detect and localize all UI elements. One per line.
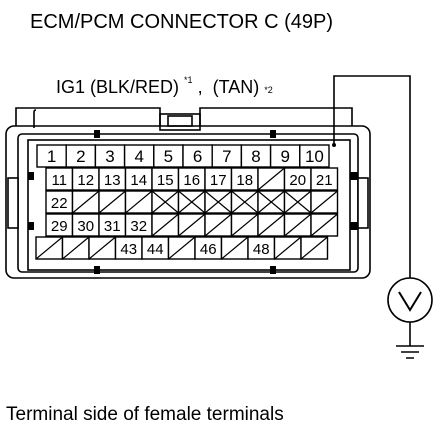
pin-number: 2 (76, 147, 85, 166)
pin-number: 16 (183, 172, 200, 189)
signal-label: IG1 (BLK/RED) *1 , (TAN) *2 (56, 67, 273, 97)
pin-number: 5 (164, 147, 173, 166)
pin-number: 7 (222, 147, 231, 166)
signal-name-2: (TAN) (213, 77, 260, 97)
housing-tabs (28, 130, 358, 274)
connector-housing (5, 107, 371, 279)
unused-terminal-mark (310, 190, 338, 214)
unused-terminal-mark (257, 213, 285, 237)
signal-name: IG1 (BLK/RED) (56, 77, 179, 97)
pin-number: 30 (77, 218, 94, 235)
unused-terminal-mark (151, 190, 179, 214)
probe-tip (332, 143, 336, 147)
pin-number: 9 (280, 147, 289, 166)
unused-terminal-mark (35, 236, 63, 260)
unused-terminal-mark (72, 190, 100, 214)
pin-number: 29 (51, 218, 68, 235)
pin-number: 12 (77, 172, 94, 189)
unused-terminal-mark (310, 213, 338, 237)
pin-number: 31 (104, 218, 121, 235)
pin-number: 4 (134, 147, 143, 166)
ground-symbol (396, 345, 424, 359)
unused-terminal-mark (257, 167, 285, 191)
unused-terminal-mark (231, 213, 259, 237)
pin-21 (310, 167, 339, 191)
unused-terminal-mark (151, 213, 179, 237)
voltmeter-symbol (398, 291, 422, 312)
pin-number: 8 (251, 147, 260, 166)
pin-number: 20 (289, 172, 306, 189)
pin-number: 13 (104, 172, 121, 189)
probe-wire (333, 75, 411, 278)
voltmeter-body (387, 277, 433, 323)
unused-terminal-mark (178, 213, 206, 237)
voltmeter-circuit (333, 75, 433, 359)
pin-number: 1 (47, 147, 56, 166)
pin-number: 14 (130, 172, 147, 189)
pin-number: 11 (51, 172, 67, 189)
pin-number: 22 (51, 195, 68, 212)
unused-terminal-mark (88, 236, 116, 260)
pin-number: 44 (147, 241, 164, 258)
terminal-side-caption: Terminal side of female terminals (6, 404, 284, 425)
signal-note-2: *2 (264, 85, 273, 95)
connector-title: ECM/PCM CONNECTOR C (49P) (30, 11, 333, 33)
pin-number: 32 (130, 218, 147, 235)
pin-number: 3 (105, 147, 114, 166)
signal-separator: , (198, 77, 203, 97)
unused-terminal-mark (98, 190, 126, 214)
pin-number: 48 (253, 241, 270, 258)
unused-terminal-mark (204, 190, 232, 214)
unused-terminal-mark (231, 190, 259, 214)
unused-terminal-mark (221, 236, 249, 260)
unused-terminal-mark (168, 236, 196, 260)
pin-number: 21 (316, 172, 333, 189)
unused-terminal-mark (274, 236, 302, 260)
pin-number: 18 (236, 172, 253, 189)
unused-terminal-mark (125, 190, 153, 214)
pin-10 (299, 144, 330, 168)
pin-number: 15 (157, 172, 174, 189)
unused-terminal-mark (300, 236, 328, 260)
pin-number: 43 (120, 241, 137, 258)
pin-number: 6 (193, 147, 202, 166)
unused-terminal-mark (284, 190, 312, 214)
signal-note-1: *1 (184, 75, 193, 85)
unused-terminal-mark (178, 190, 206, 214)
unused-terminal-mark (204, 213, 232, 237)
pin-number: 46 (200, 241, 217, 258)
unused-terminal-mark (257, 190, 285, 214)
pin-number: 10 (305, 147, 324, 166)
unused-terminal-mark (284, 213, 312, 237)
pin-number: 17 (210, 172, 227, 189)
unused-terminal-mark (62, 236, 90, 260)
